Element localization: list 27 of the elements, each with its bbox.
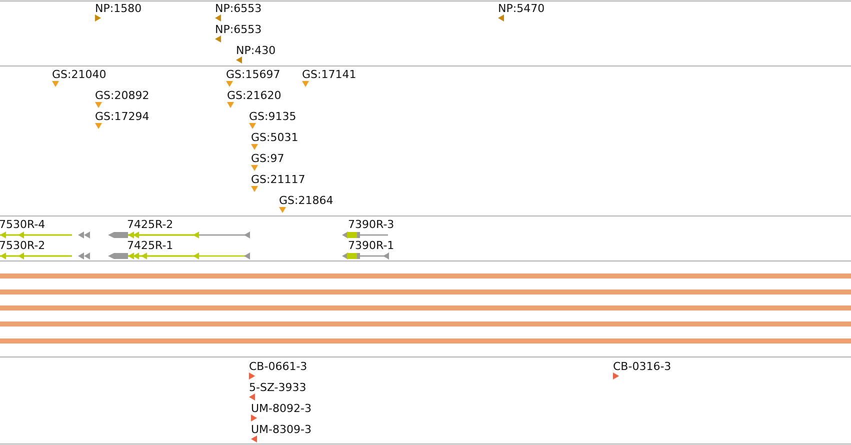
feature-label: GS:97: [251, 152, 284, 165]
feature-label: CB-0661-3: [249, 360, 308, 373]
feature-label: GS:5031: [251, 131, 298, 144]
gene-label: 7530R-4: [0, 218, 46, 231]
gene-label: 7530R-2: [0, 239, 46, 252]
gene-label: 7390R-3: [348, 218, 394, 231]
feature-label: GS:21864: [279, 194, 334, 207]
gene-label: 7390R-1: [348, 239, 394, 252]
feature-label: NP:5470: [498, 2, 545, 15]
feature-label: GS:15697: [226, 68, 280, 81]
feature-label: GS:21040: [52, 68, 106, 81]
feature-label: GS:21620: [227, 89, 282, 102]
feature-label: UM-8309-3: [251, 423, 312, 436]
feature-label: GS:20892: [95, 89, 150, 102]
feature-label: GS:17294: [95, 110, 150, 123]
feature-label: 5-SZ-3933: [249, 381, 306, 394]
feature-label: GS:21117: [251, 173, 306, 186]
feature-label: CB-0316-3: [613, 360, 672, 373]
feature-label: NP:1580: [95, 2, 142, 15]
feature-label: GS:17141: [302, 68, 356, 81]
feature-label: NP:6553: [215, 2, 262, 15]
gene-label: 7425R-2: [127, 218, 174, 231]
feature-label: GS:9135: [249, 110, 296, 123]
feature-label: NP:430: [236, 44, 276, 57]
gene-label: 7425R-1: [127, 239, 174, 252]
feature-label: NP:6553: [215, 23, 262, 36]
feature-label: UM-8092-3: [251, 402, 312, 415]
